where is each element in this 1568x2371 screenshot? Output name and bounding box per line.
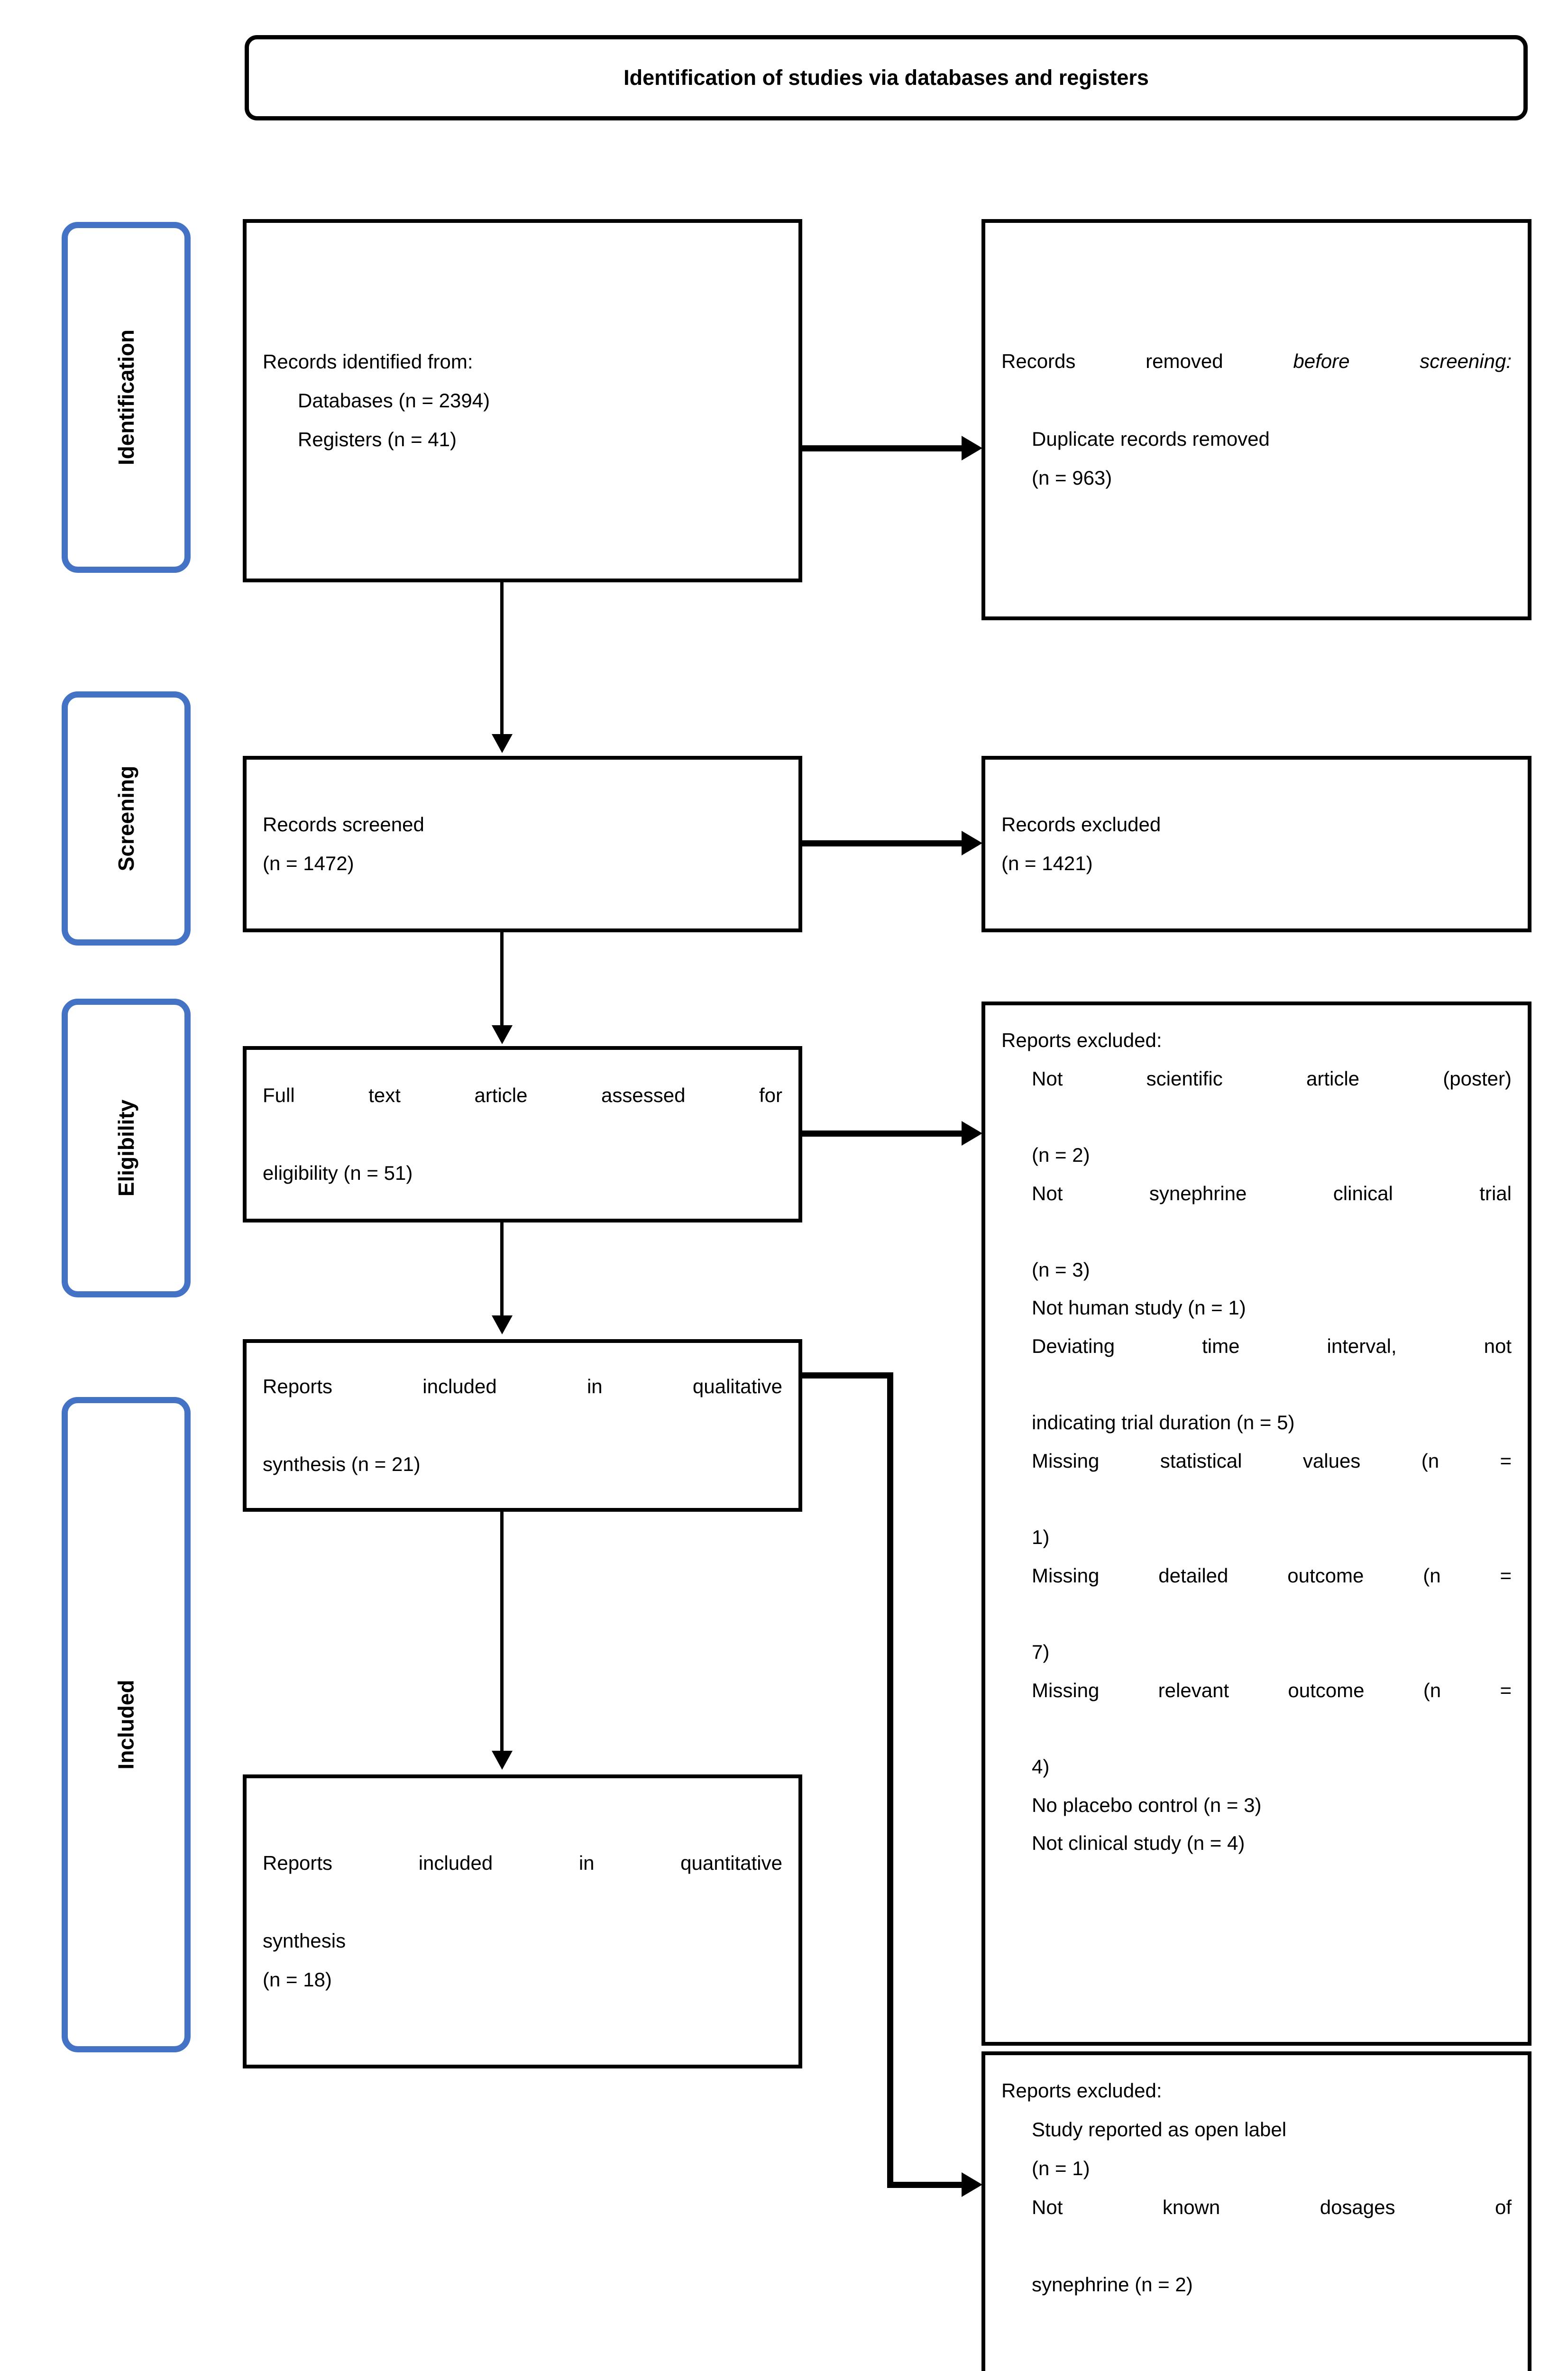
exclusion-reason-count: 4) [1032, 1755, 1050, 1778]
connector-screened-to-fulltext [500, 932, 504, 1030]
phase-screening-label: Screening [113, 765, 138, 872]
exclusion-reason-count: 7) [1032, 1641, 1050, 1663]
connector-fulltext-to-qualitative [500, 1222, 504, 1320]
exclusion-reason: Not synephrine clinical trial [1032, 1182, 1512, 1204]
phase-included: Included [62, 1397, 191, 2052]
full-text-assessed-line2: eligibility (n = 51) [263, 1161, 413, 1184]
records-identified-heading: Records identified from: [263, 350, 473, 373]
phase-identification: Identification [62, 222, 191, 573]
qualitative-synthesis-line2: synthesis (n = 21) [263, 1452, 421, 1475]
exclusion-reason: Study reported as open label [1032, 2118, 1287, 2141]
connector-qualitative-to-quantitative [500, 1512, 504, 1755]
box-records-removed: Records removed before screening: Duplic… [981, 219, 1531, 620]
box-reports-excluded-eligibility: Reports excluded: Not scientific article… [981, 1002, 1531, 2046]
exclusion-reason: synephrine (n = 2) [1032, 2273, 1193, 2296]
connector-qualitative-elbow-vertical [887, 1372, 893, 2188]
arrowhead-qualitative-to-excluded [962, 2172, 982, 2197]
quantitative-synthesis-line2: synthesis [263, 1930, 346, 1952]
connector-qualitative-elbow-horizontal-bottom [887, 2182, 965, 2188]
exclusion-reason: Missing relevant outcome (n = [1032, 1679, 1512, 1701]
exclusion-reason: Not scientific article (poster) [1032, 1067, 1512, 1090]
connector-qualitative-elbow-horizontal-top [802, 1372, 893, 1378]
full-text-assessed-line1: Full text article assessed for [263, 1084, 782, 1107]
arrowhead-fulltext-to-excluded [962, 1121, 982, 1146]
quantitative-synthesis-line1: Reports included in quantitative [263, 1852, 782, 1875]
box-full-text-assessed: Full text article assessed for eligibili… [243, 1046, 802, 1222]
records-excluded-line2: (n = 1421) [1001, 852, 1093, 874]
arrowhead-fulltext-to-qualitative [492, 1315, 513, 1334]
records-removed-heading: Records removed before screening: [1001, 342, 1512, 420]
phase-included-label: Included [114, 1680, 138, 1770]
arrowhead-identified-to-screened [492, 734, 513, 753]
exclusion-reason: Not clinical study (n = 4) [1032, 1832, 1245, 1855]
records-identified-databases: Databases (n = 2394) [298, 389, 490, 412]
exclusion-reason: No placebo control (n = 3) [1032, 1793, 1262, 1816]
connector-fulltext-to-excluded [802, 1130, 963, 1137]
reports-excluded-eligibility-heading: Reports excluded: [1001, 1029, 1162, 1051]
phase-screening: Screening [62, 691, 191, 946]
phase-identification-label: Identification [114, 329, 139, 466]
records-identified-registers: Registers (n = 41) [298, 428, 457, 450]
box-quantitative-synthesis: Reports included in quantitative synthes… [243, 1774, 802, 2068]
exclusion-reason: Deviating time interval, not [1032, 1335, 1512, 1357]
arrowhead-identified-to-removed [962, 436, 982, 460]
quantitative-synthesis-line3: (n = 18) [263, 1968, 332, 1991]
page-title: Identification of studies via databases … [624, 65, 1149, 90]
phase-eligibility-label: Eligibility [114, 1099, 138, 1197]
records-removed-duplicates: Duplicate records removed [1032, 428, 1270, 450]
exclusion-reason-count: (n = 2) [1032, 1143, 1090, 1166]
records-screened-line1: Records screened [263, 813, 424, 836]
records-removed-heading-italic: before screening [1293, 350, 1506, 373]
reports-excluded-quantitative-heading: Reports excluded: [1001, 2079, 1162, 2102]
arrowhead-qualitative-to-quantitative [492, 1751, 513, 1770]
exclusion-reason: Missing statistical values (n = [1032, 1449, 1512, 1472]
diagram-title-banner: Identification of studies via databases … [245, 35, 1528, 120]
records-removed-heading-plain: Records removed [1001, 350, 1293, 373]
exclusion-reason: Not human study (n = 1) [1032, 1296, 1246, 1319]
records-removed-duplicates-n: (n = 963) [1032, 466, 1112, 489]
arrowhead-screened-to-fulltext [492, 1025, 513, 1044]
exclusion-reason: Not known dosages of [1032, 2196, 1512, 2218]
box-records-screened: Records screened (n = 1472) [243, 756, 802, 932]
qualitative-synthesis-line1: Reports included in qualitative [263, 1375, 782, 1398]
arrowhead-screened-to-excluded [962, 831, 982, 855]
exclusion-reason-count: (n = 3) [1032, 1258, 1090, 1281]
box-qualitative-synthesis: Reports included in qualitative synthesi… [243, 1339, 802, 1512]
phase-eligibility: Eligibility [62, 999, 191, 1297]
box-records-excluded: Records excluded (n = 1421) [981, 756, 1531, 932]
connector-identified-to-removed [802, 445, 963, 451]
box-records-identified: Records identified from: Databases (n = … [243, 219, 802, 582]
records-screened-line2: (n = 1472) [263, 852, 354, 874]
records-excluded-line1: Records excluded [1001, 813, 1161, 836]
exclusion-reason: Missing detailed outcome (n = [1032, 1564, 1512, 1587]
box-reports-excluded-quantitative: Reports excluded: Study reported as open… [981, 2051, 1531, 2371]
connector-screened-to-excluded [802, 840, 963, 846]
exclusion-reason-count: (n = 1) [1032, 2157, 1090, 2179]
records-removed-heading-colon: : [1506, 350, 1512, 373]
exclusion-reason-count: 1) [1032, 1526, 1050, 1549]
exclusion-reason: indicating trial duration (n = 5) [1032, 1411, 1295, 1434]
connector-identified-to-screened [500, 582, 504, 739]
